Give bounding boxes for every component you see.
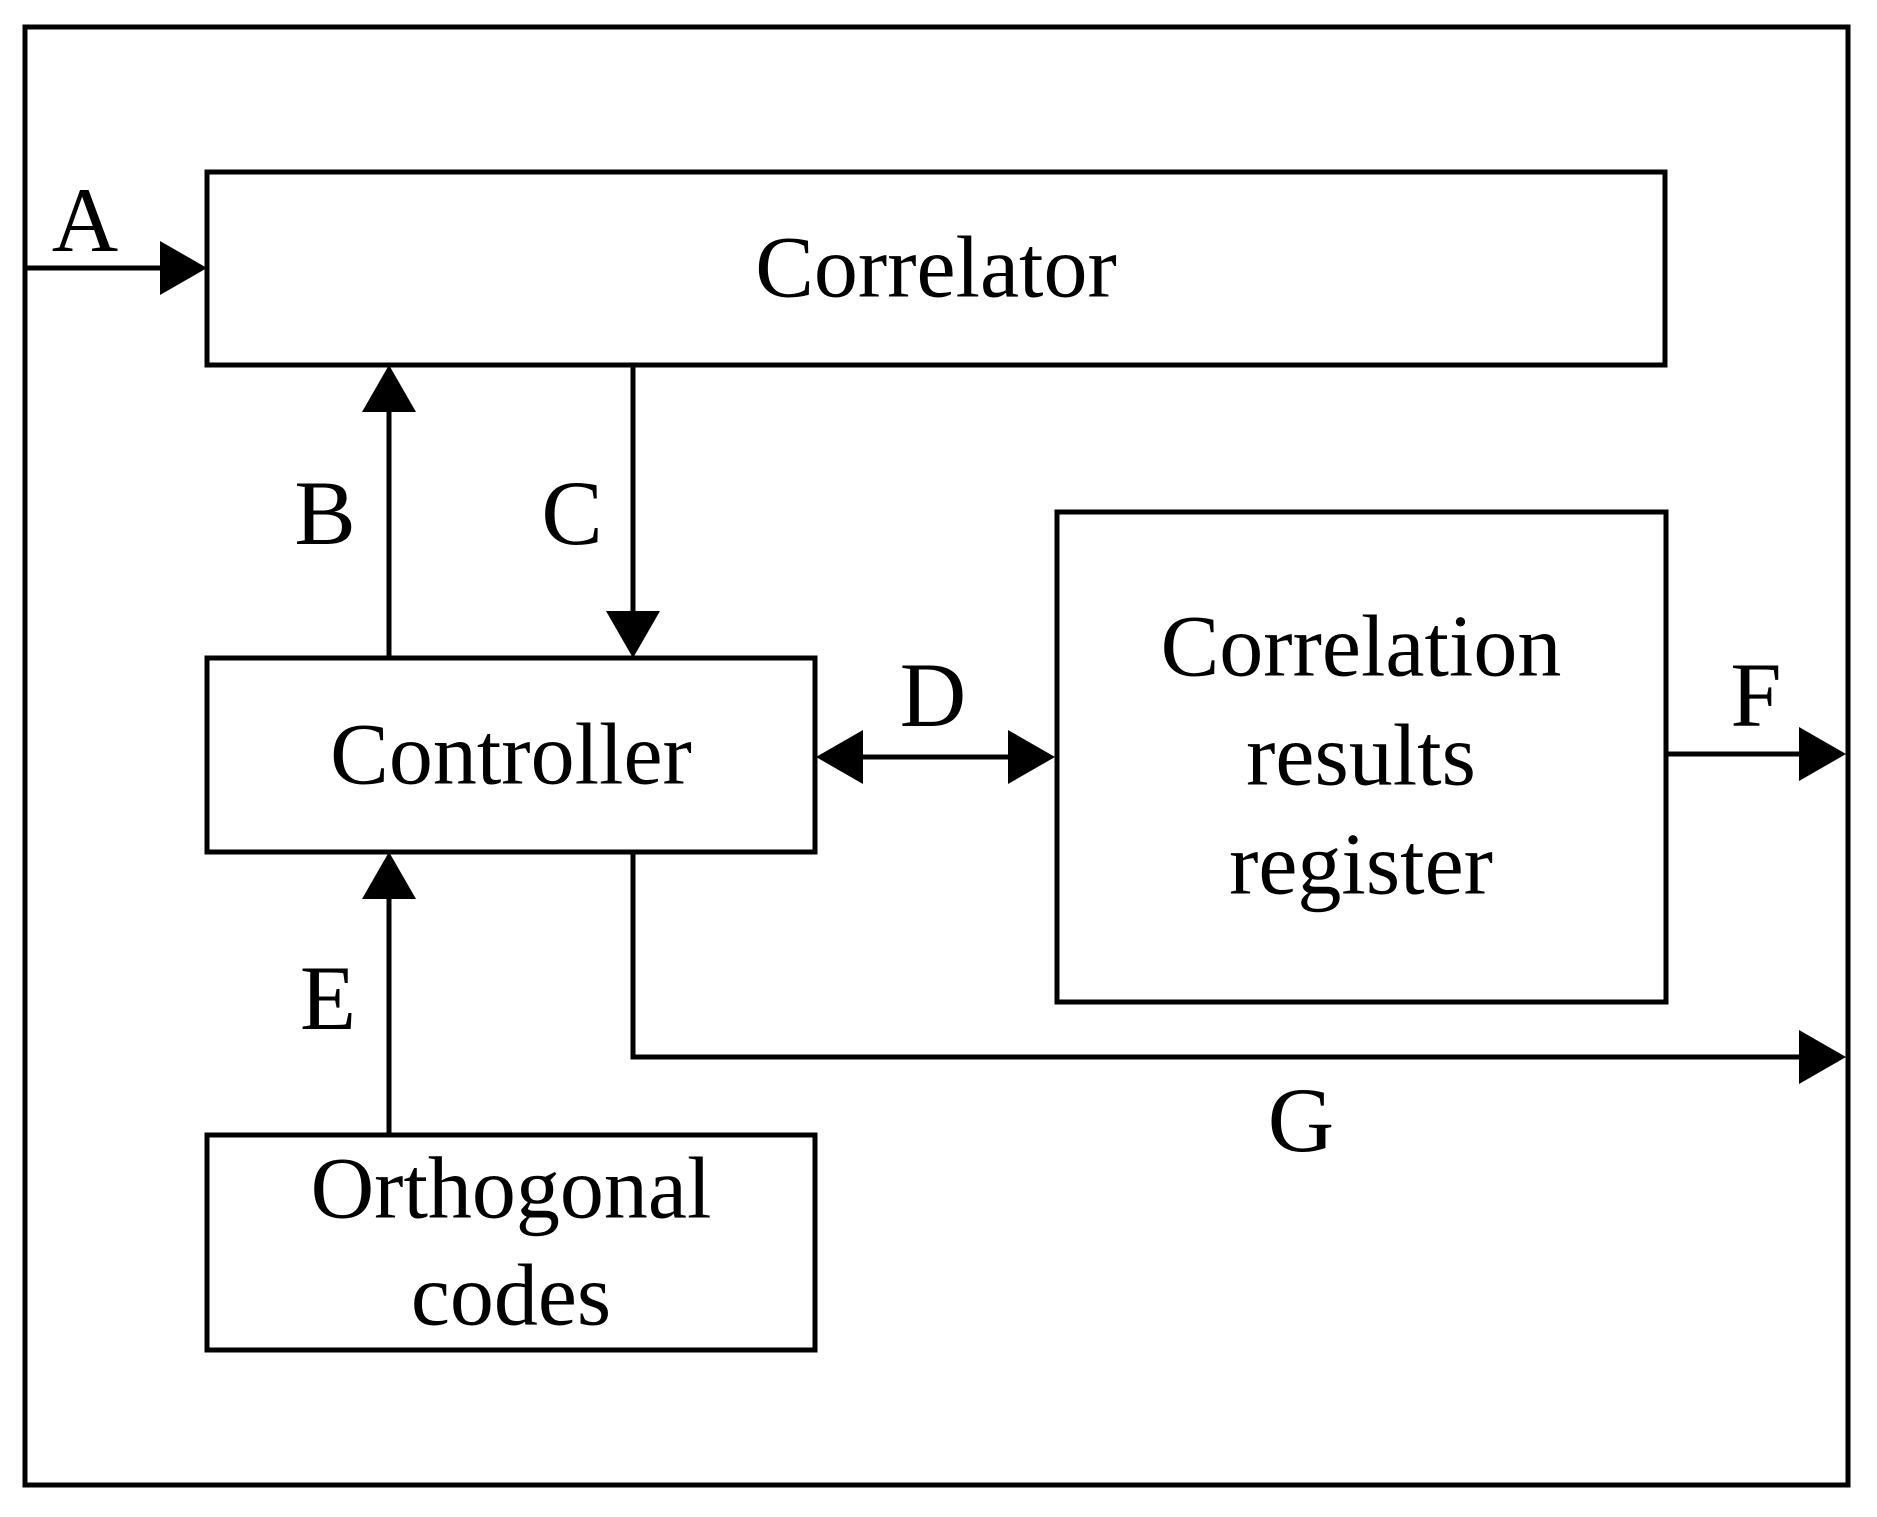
correlation-results-register-box: [1054, 509, 1669, 1005]
arrow-b: [362, 365, 416, 658]
controller-label: Controller: [330, 707, 692, 804]
correlation-results-register-block: Correlation results register: [1054, 509, 1669, 1005]
arrow-c: [606, 365, 660, 658]
correlator-box: [204, 169, 1668, 368]
arrow-g-line: [630, 852, 1803, 1060]
correlator-block: Correlator: [204, 169, 1668, 368]
orthogonal-label-line-2: codes: [411, 1248, 611, 1345]
outer-border: [22, 24, 1851, 1488]
signal-label-d: D: [900, 644, 966, 746]
controller-box: [204, 655, 818, 855]
signal-label-g: G: [1268, 1069, 1334, 1171]
register-label-line-2: results: [1246, 708, 1476, 805]
arrow-f: [1666, 727, 1846, 781]
correlator-label: Correlator: [755, 220, 1117, 317]
signal-label-e: E: [300, 947, 356, 1049]
arrowhead-up-icon: [362, 365, 416, 412]
arrowhead-right-icon: [1008, 730, 1055, 784]
register-label-line-1: Correlation: [1161, 599, 1562, 696]
orthogonal-label-line-1: Orthogonal: [311, 1141, 712, 1238]
register-label-line-3: register: [1229, 817, 1493, 914]
arrowhead-down-icon: [606, 611, 660, 658]
signal-label-c: C: [541, 462, 602, 564]
arrowhead-up-icon: [362, 852, 416, 899]
signal-label-a: A: [52, 169, 118, 271]
orthogonal-codes-box: [204, 1132, 818, 1353]
orthogonal-codes-block: Orthogonal codes: [204, 1132, 818, 1353]
arrow-e: [362, 852, 416, 1135]
signal-label-b: B: [294, 462, 355, 564]
arrowhead-right-icon: [1799, 1030, 1846, 1084]
arrow-g: [630, 852, 1846, 1084]
arrowhead-left-icon: [816, 730, 863, 784]
controller-block: Controller: [204, 655, 818, 855]
arrow-d: [816, 730, 1055, 784]
arrow-a: [25, 241, 207, 295]
arrowhead-right-icon: [1799, 727, 1846, 781]
arrowhead-right-icon: [160, 241, 207, 295]
signal-label-f: F: [1730, 644, 1781, 746]
